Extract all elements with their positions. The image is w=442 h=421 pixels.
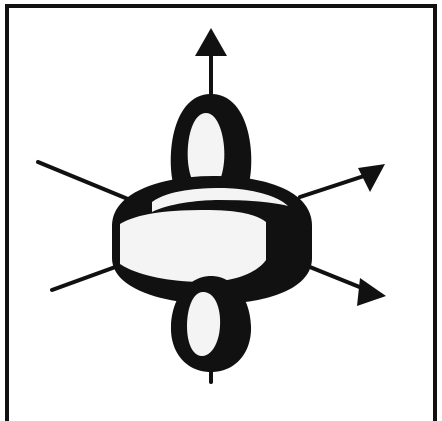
dz2-orbital-diagram	[0, 0, 442, 421]
